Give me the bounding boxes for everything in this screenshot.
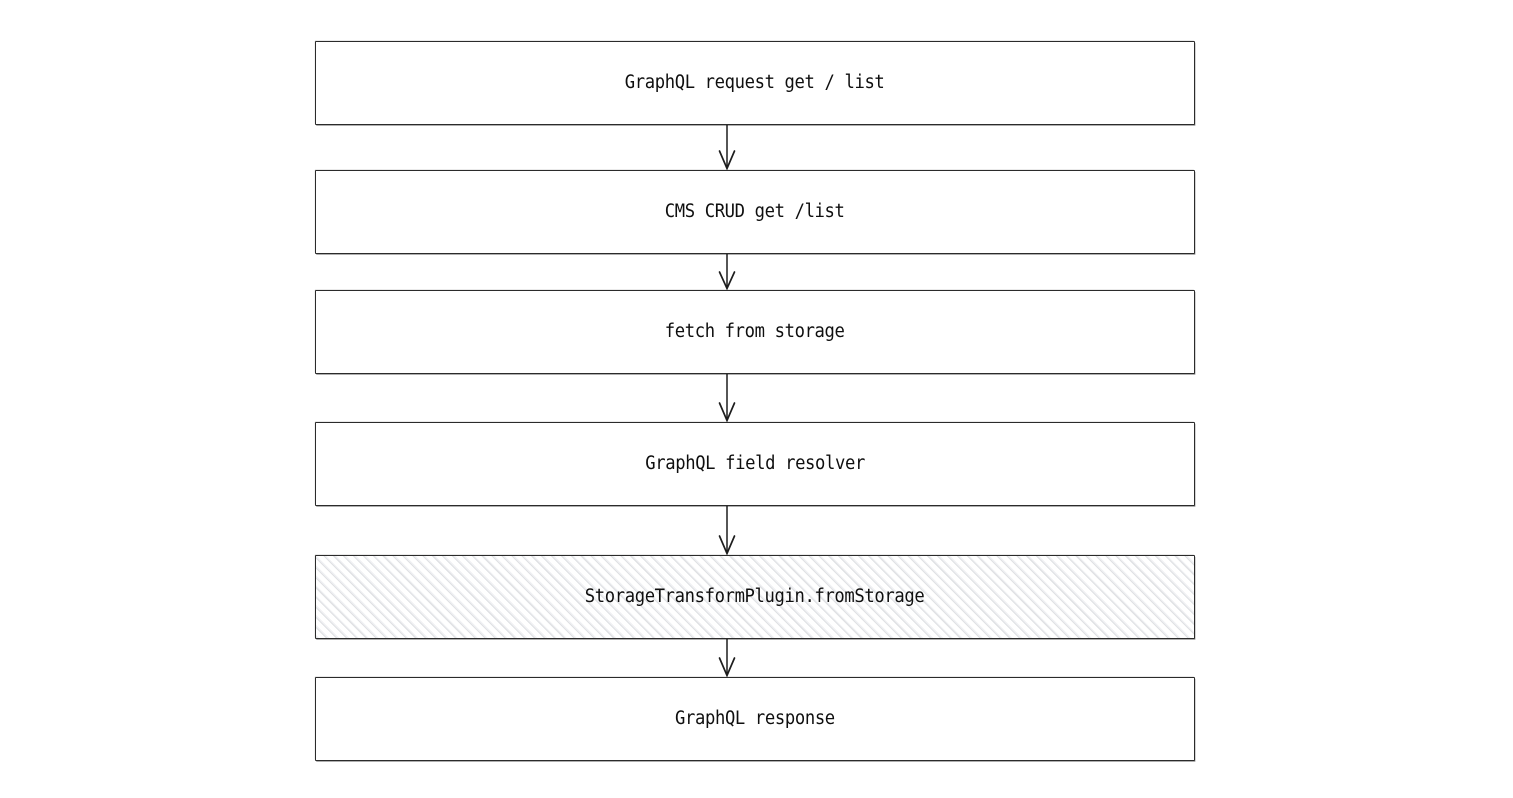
flow-node-label: fetch from storage — [665, 320, 845, 342]
flow-node-graphql-field-resolver[interactable]: GraphQL field resolver — [315, 422, 1195, 506]
flow-node-label: GraphQL field resolver — [645, 452, 865, 474]
flow-node-cms-crud[interactable]: CMS CRUD get /list — [315, 170, 1195, 254]
flow-node-graphql-request[interactable]: GraphQL request get / list — [315, 41, 1195, 125]
flow-node-label: CMS CRUD get /list — [665, 200, 845, 222]
flow-node-label: GraphQL request get / list — [625, 71, 885, 93]
flow-node-label: StorageTransformPlugin.fromStorage — [585, 585, 925, 607]
flow-node-fetch-from-storage[interactable]: fetch from storage — [315, 290, 1195, 374]
flow-node-label: GraphQL response — [675, 707, 835, 729]
flow-node-storage-transform-plugin[interactable]: StorageTransformPlugin.fromStorage — [315, 555, 1195, 639]
flow-node-graphql-response[interactable]: GraphQL response — [315, 677, 1195, 761]
